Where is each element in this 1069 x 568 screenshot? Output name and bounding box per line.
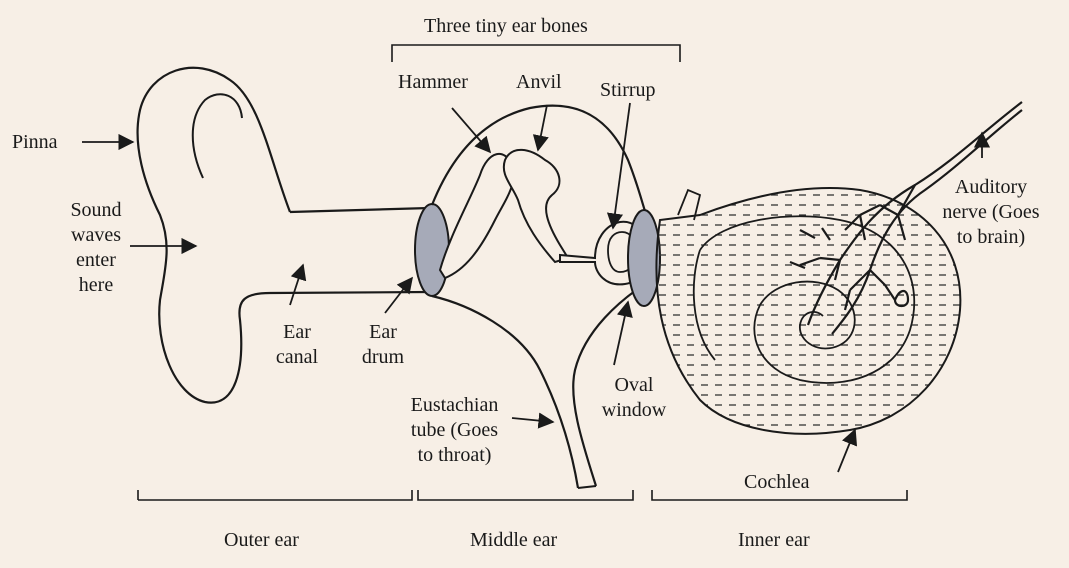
cochlea-arrow bbox=[838, 430, 855, 472]
hammer-label: Hammer bbox=[398, 70, 468, 95]
hammer-bone bbox=[440, 154, 514, 278]
pinna-inner-fold bbox=[193, 94, 242, 178]
oval-window-arrow bbox=[614, 302, 628, 365]
anvil-bone bbox=[504, 150, 568, 262]
ear-canal-top bbox=[290, 208, 430, 212]
bones-bracket bbox=[392, 45, 680, 62]
outer-ear-bracket bbox=[138, 490, 412, 500]
anvil-label: Anvil bbox=[516, 70, 562, 95]
ear-drum-shape bbox=[415, 204, 449, 296]
eustachian-arrow bbox=[512, 418, 553, 422]
outer-ear-label: Outer ear bbox=[224, 528, 299, 553]
stirrup-label: Stirrup bbox=[600, 78, 656, 103]
oval-window-shape bbox=[628, 210, 660, 306]
cochlea-label: Cochlea bbox=[744, 470, 810, 495]
ear-canal-arrow bbox=[290, 265, 303, 305]
middle-ear-bracket bbox=[418, 490, 633, 500]
sound-waves-label: Sound waves enter here bbox=[46, 198, 146, 298]
oval-window-label: Oval window bbox=[584, 373, 684, 423]
middle-ear-label: Middle ear bbox=[470, 528, 557, 553]
pinna-label: Pinna bbox=[12, 130, 58, 155]
anvil-arrow bbox=[538, 105, 547, 150]
ear-drum-arrow bbox=[385, 278, 412, 313]
inner-ear-label: Inner ear bbox=[738, 528, 810, 553]
stirrup-arrow bbox=[613, 103, 630, 228]
auditory-nerve-label: Auditory nerve (Goes to brain) bbox=[926, 175, 1056, 250]
eustachian-label: Eustachian tube (Goes to throat) bbox=[392, 393, 517, 468]
ear-drum-label: Ear drum bbox=[348, 320, 418, 370]
bones-title: Three tiny ear bones bbox=[424, 14, 588, 39]
ear-canal-label: Ear canal bbox=[262, 320, 332, 370]
cochlea-shape bbox=[656, 188, 960, 434]
